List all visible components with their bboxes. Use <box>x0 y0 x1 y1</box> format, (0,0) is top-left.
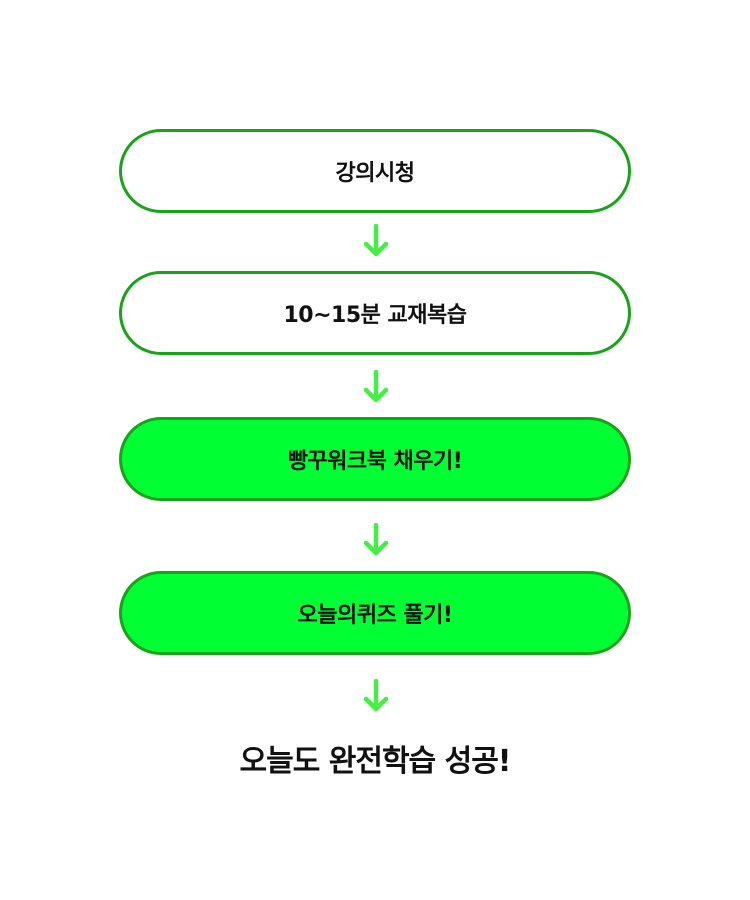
arrow-down-icon <box>363 224 389 258</box>
arrow-down-icon <box>363 679 389 713</box>
step-review: 10~15분 교재복습 <box>119 271 631 355</box>
step-lecture: 강의시청 <box>119 129 631 213</box>
step-label: 강의시청 <box>335 161 415 186</box>
step-quiz: 오늘의퀴즈 풀기! <box>119 571 631 655</box>
result-text: 오늘도 완전학습 성공! <box>239 744 512 779</box>
arrow-down-icon <box>363 523 389 557</box>
step-label: 10~15분 교재복습 <box>283 303 467 328</box>
step-label: 오늘의퀴즈 풀기! <box>297 603 453 628</box>
step-label: 빵꾸워크북 채우기! <box>287 449 463 474</box>
step-workbook: 빵꾸워크북 채우기! <box>119 417 631 501</box>
arrow-down-icon <box>363 370 389 404</box>
